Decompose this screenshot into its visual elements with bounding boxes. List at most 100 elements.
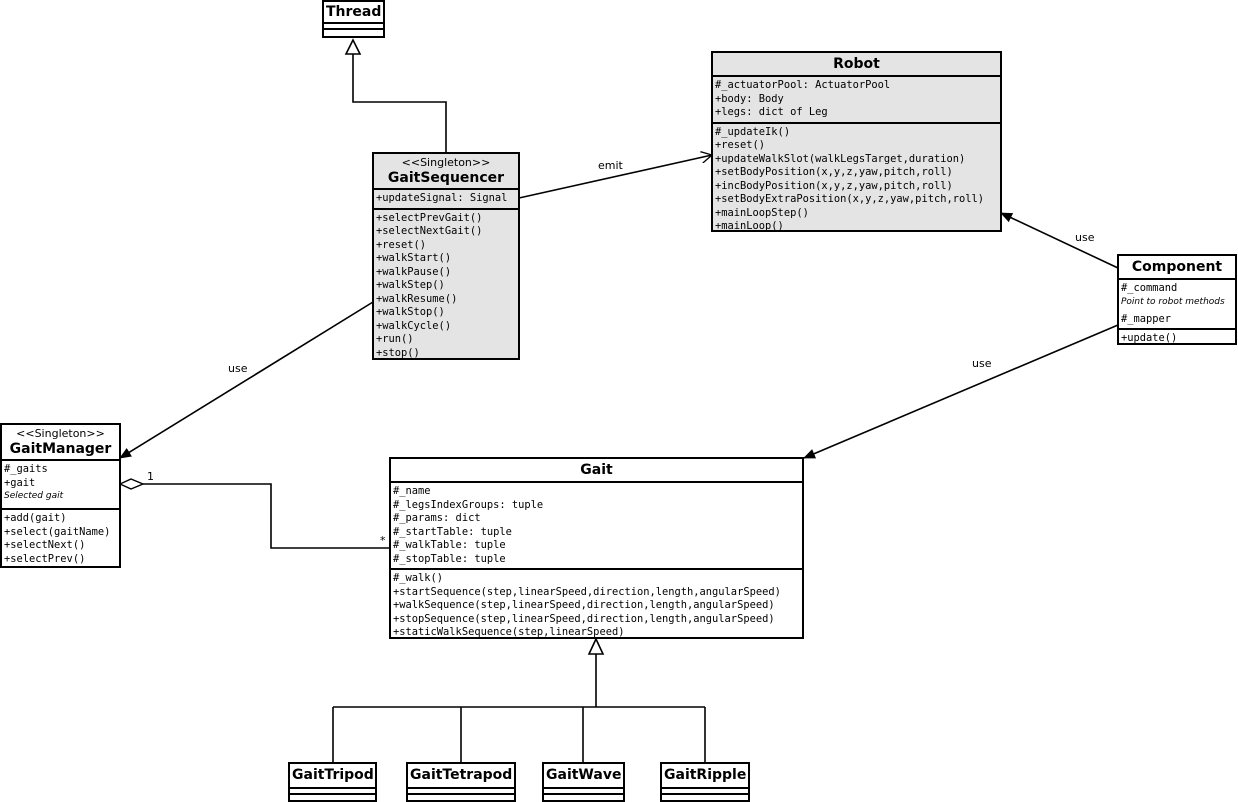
inheritance-arrowhead-thread — [344, 38, 362, 55]
class-thread-methods — [324, 30, 383, 34]
use-label-component-gait: use — [972, 357, 992, 370]
component-method: +update() — [1121, 332, 1178, 344]
gait-sequencer-method: +walkPause() — [376, 265, 452, 278]
class-gait-ripple-attributes — [662, 789, 748, 795]
class-gait-sequencer-methods: +selectPrevGait() +selectNextGait() +res… — [374, 210, 518, 363]
gait-attr: #_stopTable: tuple — [393, 552, 506, 565]
use-label-component-robot: use — [1075, 231, 1095, 244]
class-gait-methods: #_walk() +startSequence(step,linearSpeed… — [391, 570, 802, 642]
gait-method: +walkSequence(step,linearSpeed,direction… — [393, 599, 775, 611]
class-gait-manager-attributes: #_gaits +gait Selected gait — [2, 461, 119, 510]
class-robot-methods: #_updateIk() +reset() +updateWalkSlot(wa… — [713, 124, 1000, 236]
multiplicity-one: 1 — [147, 470, 154, 483]
gait-manager-method: +selectPrev() — [4, 552, 86, 565]
gait-sequencer-stereotype: <<Singleton>> — [401, 156, 491, 169]
class-thread-name: Thread — [324, 2, 383, 24]
use-component-gait-line — [803, 324, 1119, 459]
robot-method: +incBodyPosition(x,y,z,yaw,pitch,roll) — [715, 179, 953, 192]
gait-method: +staticWalkSequence(step,linearSpeed) — [393, 626, 625, 638]
class-gait-wave-attributes — [544, 789, 623, 795]
gait-sequencer-method: +walkStop() — [376, 306, 445, 318]
gait-sequencer-method: +stop() — [376, 346, 420, 359]
class-gait-tetrapod-name: GaitTetrapod — [408, 764, 514, 789]
emit-line — [518, 155, 712, 199]
multiplicity-many: * — [380, 534, 386, 547]
class-gait-name: Gait — [391, 459, 802, 483]
robot-method: +mainLoopStep() — [715, 206, 809, 219]
class-gait-sequencer-name-block: <<Singleton>> GaitSequencer — [374, 154, 518, 190]
class-component-name: Component — [1119, 256, 1235, 280]
class-gait-ripple[interactable]: GaitRipple — [660, 762, 750, 802]
use-sequencer-manager-line — [119, 301, 374, 459]
robot-method: +mainLoop() — [715, 220, 784, 232]
gait-sequencer-method: +selectNextGait() — [376, 225, 483, 237]
gait-attr: #_name — [393, 485, 431, 497]
robot-method: +reset() — [715, 139, 766, 151]
class-gait-ripple-methods — [662, 795, 748, 799]
gait-sequencer-method: +walkCycle() — [376, 319, 452, 332]
gait-attr: #_startTable: tuple — [393, 525, 512, 538]
class-gait-tetrapod[interactable]: GaitTetrapod — [406, 762, 516, 802]
gait-attr: #_walkTable: tuple — [393, 539, 506, 551]
gait-manager-attr-gait: +gait — [4, 476, 36, 489]
gait-sequencer-method: +run() — [376, 333, 414, 345]
class-robot-name: Robot — [713, 53, 1000, 77]
robot-method: #_updateIk() — [715, 125, 791, 138]
use-component-robot-line — [1000, 212, 1119, 269]
class-gait-manager-methods: +add(gait) +select(gaitName) +selectNext… — [2, 510, 119, 568]
gait-sequencer-method: +reset() — [376, 238, 427, 251]
gait-manager-method: +select(gaitName) — [4, 525, 111, 538]
class-gait-tripod-methods — [290, 795, 375, 799]
gait-sequencer-attr: +updateSignal: Signal — [376, 192, 508, 204]
component-attr-mapper: #_mapper — [1121, 312, 1172, 325]
gait-method: +stopSequence(step,linearSpeed,direction… — [393, 612, 775, 625]
class-gait-tetrapod-attributes — [408, 789, 514, 795]
gait-manager-attr-gaits: #_gaits — [4, 463, 48, 475]
gait-manager-attr-gait-note: Selected gait — [4, 491, 64, 501]
class-gait-sequencer-attributes: +updateSignal: Signal — [374, 190, 518, 210]
gait-sequencer-method: +walkStart() — [376, 252, 452, 264]
class-thread[interactable]: Thread — [322, 0, 385, 38]
class-gait-wave-methods — [544, 795, 623, 799]
robot-attr: +body: Body — [715, 92, 784, 105]
component-attr-command: #_command — [1121, 282, 1178, 294]
aggregation-diamond — [118, 478, 145, 490]
class-gait-manager[interactable]: <<Singleton>> GaitManager #_gaits +gait … — [0, 423, 121, 568]
class-component-methods: +update() — [1119, 330, 1235, 348]
gait-sequencer-method: +walkResume() — [376, 292, 458, 305]
class-robot-attributes: #_actuatorPool: ActuatorPool +body: Body… — [713, 77, 1000, 124]
inheritance-sequencer-thread — [352, 54, 447, 153]
gait-manager-name: GaitManager — [9, 441, 112, 457]
robot-method: +updateWalkSlot(walkLegsTarget,duration) — [715, 152, 966, 165]
gait-method: #_walk() — [393, 572, 444, 584]
class-gait[interactable]: Gait #_name #_legsIndexGroups: tuple #_p… — [389, 457, 804, 639]
gait-attr: #_legsIndexGroups: tuple — [393, 498, 544, 511]
class-gait-ripple-name: GaitRipple — [662, 764, 748, 789]
robot-method: +setBodyExtraPosition(x,y,z,yaw,pitch,ro… — [715, 193, 984, 205]
class-gait-tetrapod-methods — [408, 795, 514, 799]
gait-manager-method: +selectNext() — [4, 539, 86, 551]
gait-sequencer-method: +selectPrevGait() — [376, 211, 483, 224]
class-gait-tripod[interactable]: GaitTripod — [288, 762, 377, 802]
use-label-sequencer-manager: use — [228, 362, 248, 375]
class-robot[interactable]: Robot #_actuatorPool: ActuatorPool +body… — [711, 51, 1002, 232]
class-gait-tripod-name: GaitTripod — [290, 764, 375, 789]
class-gait-wave[interactable]: GaitWave — [542, 762, 625, 802]
class-gait-sequencer[interactable]: <<Singleton>> GaitSequencer +updateSigna… — [372, 152, 520, 360]
gait-manager-stereotype: <<Singleton>> — [16, 427, 105, 440]
gait-sequencer-name: GaitSequencer — [387, 170, 505, 186]
gait-manager-method: +add(gait) — [4, 512, 67, 524]
gait-attr: #_params: dict — [393, 512, 481, 524]
robot-attr: #_actuatorPool: ActuatorPool — [715, 79, 891, 91]
inheritance-arrowhead-gait — [587, 637, 605, 655]
robot-attr: +legs: dict of Leg — [715, 106, 828, 118]
class-component-attributes: #_command Point to robot methods #_mappe… — [1119, 280, 1235, 330]
gait-method: +startSequence(step,linearSpeed,directio… — [393, 585, 781, 598]
emit-label: emit — [598, 159, 623, 172]
gait-sequencer-method: +walkStep() — [376, 279, 445, 291]
class-gait-attributes: #_name #_legsIndexGroups: tuple #_params… — [391, 483, 802, 570]
class-gait-manager-name-block: <<Singleton>> GaitManager — [2, 425, 119, 461]
robot-method: +setBodyPosition(x,y,z,yaw,pitch,roll) — [715, 166, 953, 178]
class-component[interactable]: Component #_command Point to robot metho… — [1117, 254, 1237, 345]
